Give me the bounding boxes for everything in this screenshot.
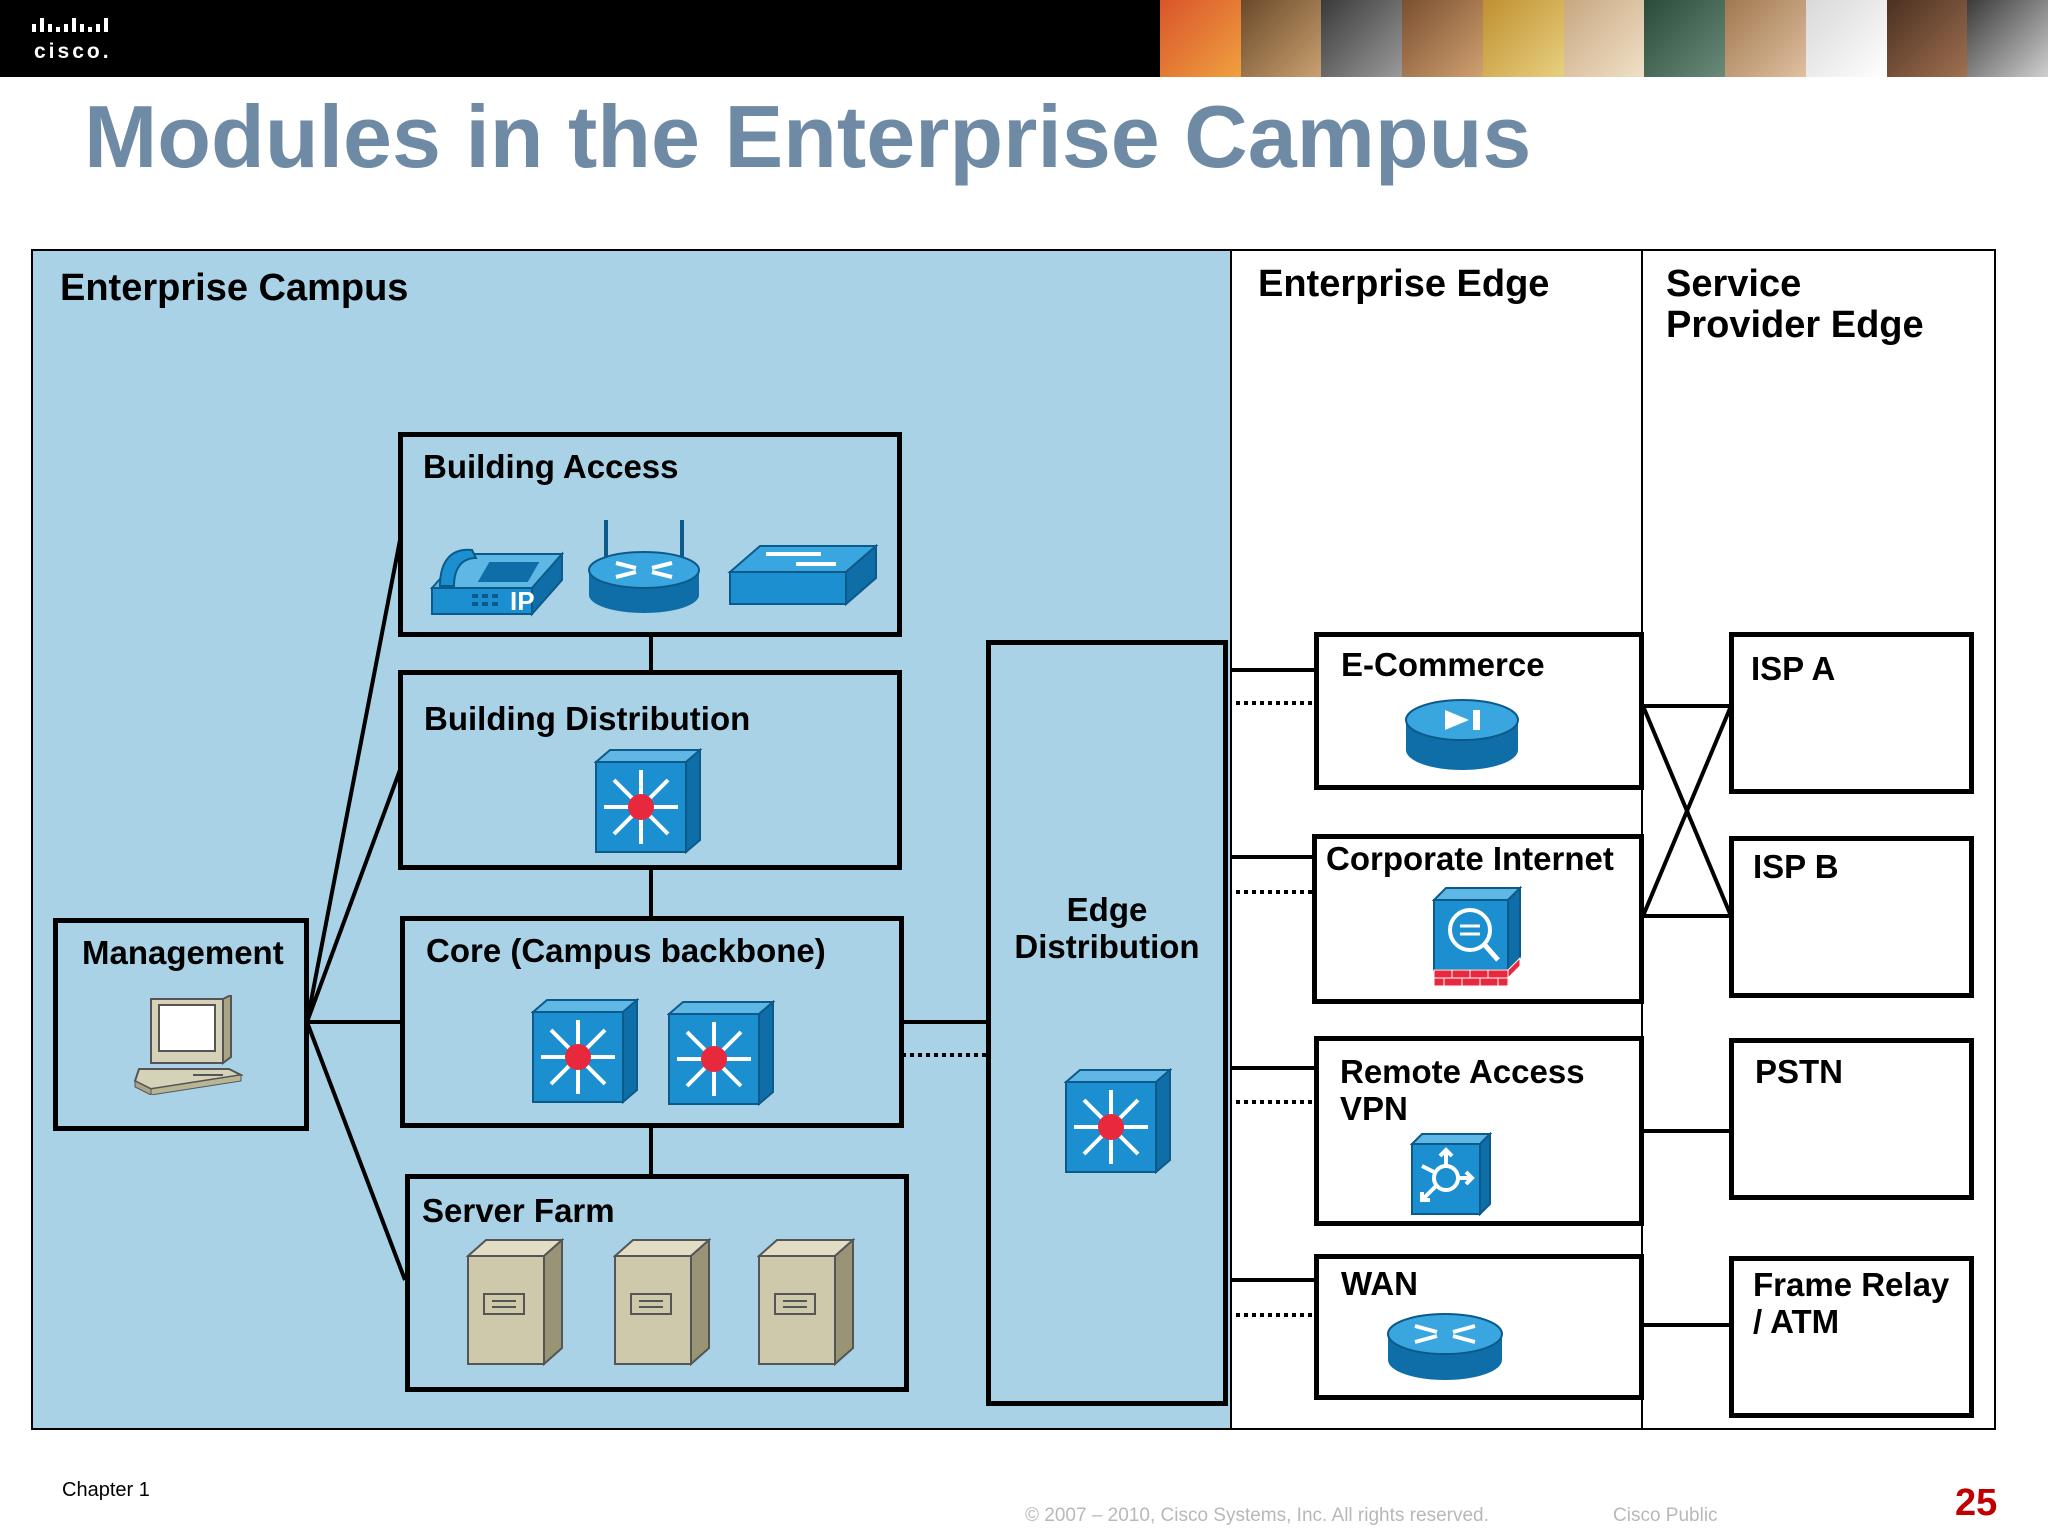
module-label-corporate-internet: Corporate Internet [1326,840,1614,877]
header-bar: cisco. [0,0,2048,77]
logo-wordmark: cisco. [34,40,112,63]
switch-icon [726,542,879,608]
module-isp-a[interactable] [1729,632,1974,794]
module-label-pstn: PSTN [1755,1053,1844,1090]
module-label-wan: WAN [1341,1265,1418,1302]
module-label-frame-relay-1: Frame Relay [1753,1266,1950,1303]
content-engine-icon [1403,698,1521,772]
header-photo-strip [1160,0,2048,77]
ip-phone-icon: IP [422,540,567,620]
cisco-logo-icon [32,18,108,32]
module-edge-distribution[interactable] [986,640,1228,1406]
router-icon [1385,1310,1505,1384]
module-label-remote-access-2: VPN [1340,1090,1408,1127]
workstation-icon [133,993,245,1096]
module-label-frame-relay-2: / ATM [1753,1303,1840,1340]
module-label-edge-distribution-1: Edge [1066,891,1148,928]
module-frame-relay-atm[interactable] [1729,1256,1974,1418]
page-number: 25 [1955,1482,1998,1524]
footer-copyright: © 2007 – 2010, Cisco Systems, Inc. All r… [1025,1505,1489,1526]
module-label-building-distribution: Building Distribution [424,700,751,737]
server-icon [465,1237,565,1367]
wireless-router-icon [586,515,702,619]
server-icon [612,1237,712,1367]
region-title-edge: Enterprise Edge [1258,263,1550,305]
vpn-concentrator-icon [1409,1131,1493,1217]
footer-classification: Cisco Public [1613,1505,1718,1526]
module-label-management: Management [82,934,284,971]
ip-phone-label: IP [510,586,535,616]
slide-title: Modules in the Enterprise Campus [84,87,1532,186]
module-core[interactable] [400,916,904,1128]
module-label-ecommerce: E-Commerce [1341,646,1545,683]
multilayer-switch-icon [593,747,703,855]
module-label-isp-a: ISP A [1751,650,1836,687]
multilayer-switch-icon [1063,1067,1173,1175]
region-title-campus: Enterprise Campus [60,267,409,309]
module-label-server-farm: Server Farm [422,1192,615,1229]
module-label-remote-access-1: Remote Access [1340,1053,1585,1090]
module-label-isp-b: ISP B [1753,848,1839,885]
multilayer-switch-icon [530,997,640,1105]
server-icon [756,1237,856,1367]
module-label-core: Core (Campus backbone) [426,932,826,969]
footer-chapter: Chapter 1 [62,1479,150,1501]
firewall-icon [1431,885,1523,988]
region-title-sp-edge-2: Provider Edge [1666,304,1924,346]
module-pstn[interactable] [1729,1038,1974,1200]
module-isp-b[interactable] [1729,836,1974,998]
region-title-sp-edge-1: Service [1666,263,1802,305]
multilayer-switch-icon [666,999,776,1107]
module-label-building-access: Building Access [423,448,679,485]
module-label-edge-distribution-2: Distribution [1014,928,1200,965]
